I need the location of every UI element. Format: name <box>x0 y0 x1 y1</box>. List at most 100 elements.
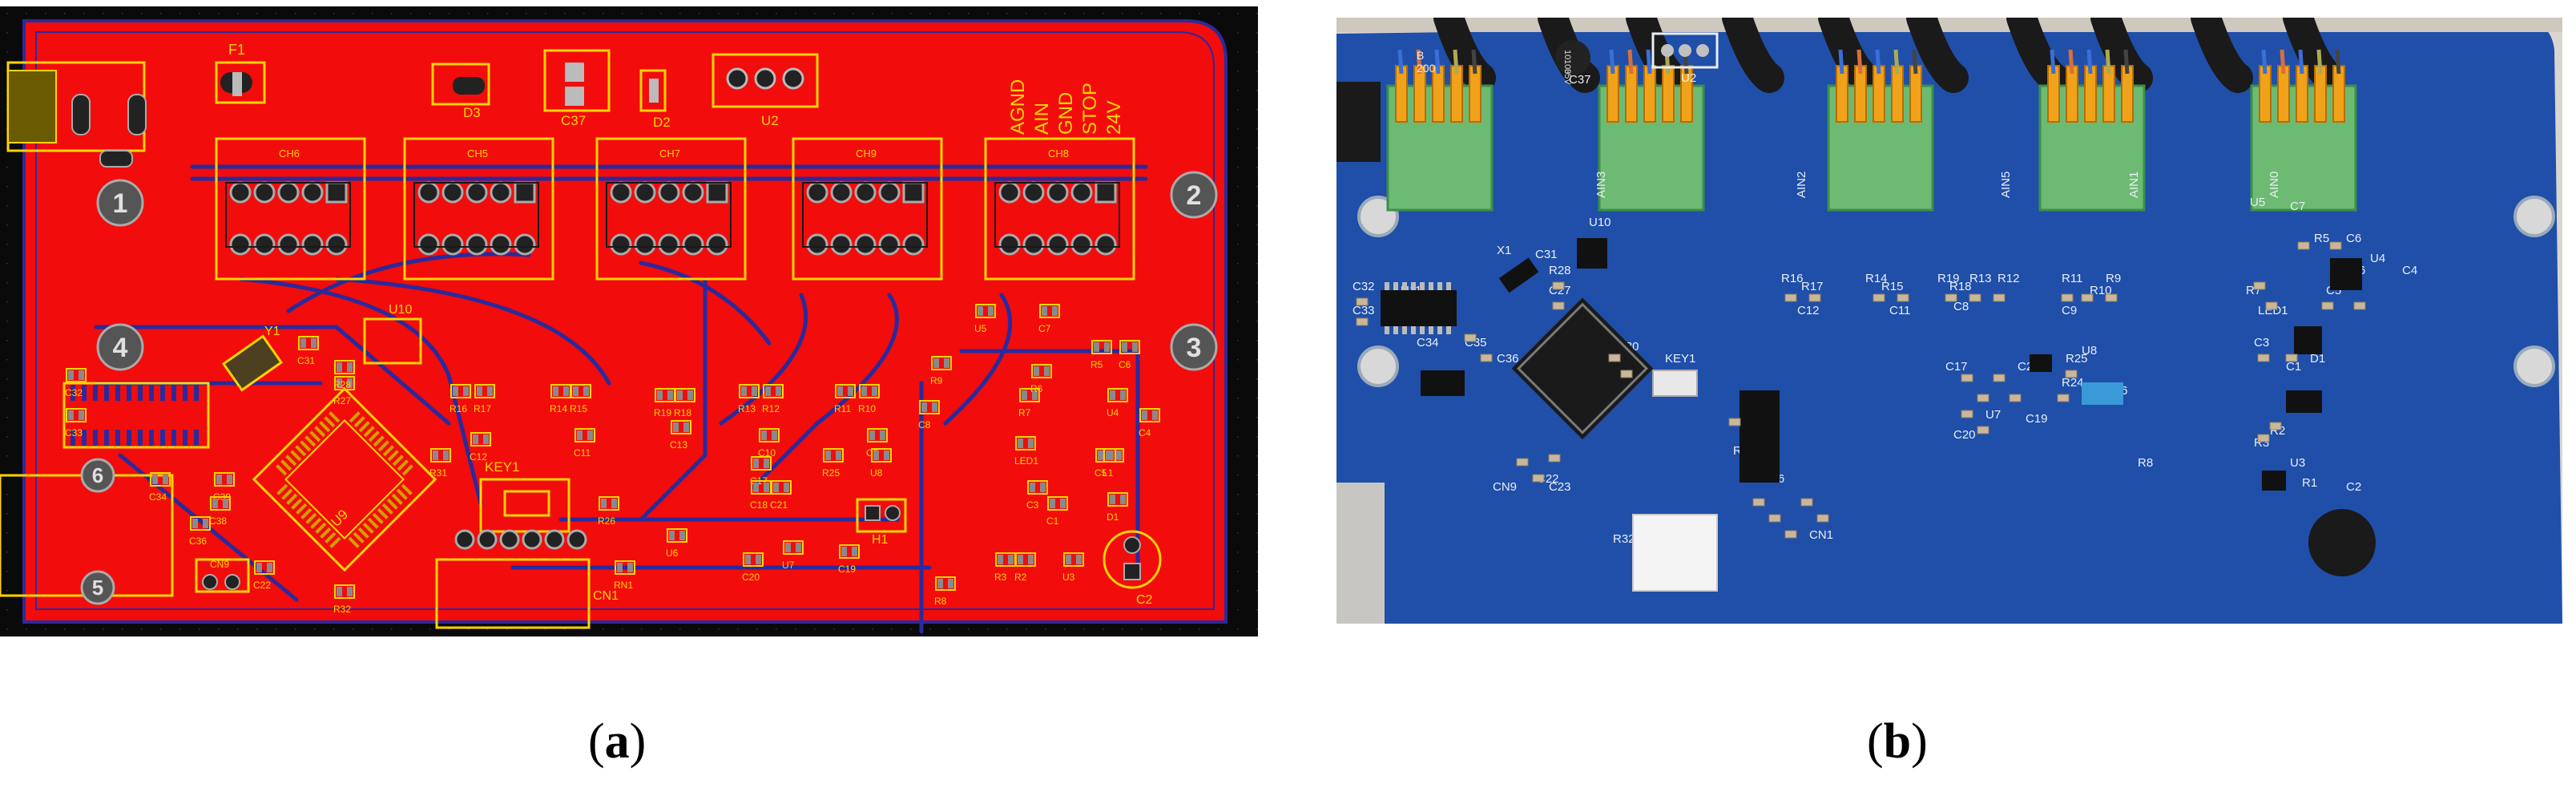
component-outline <box>570 384 591 398</box>
mcu-pin <box>315 522 327 534</box>
round-pad <box>854 233 877 256</box>
round-pad <box>1094 233 1117 256</box>
chip-pin <box>1402 282 1407 290</box>
component-outline <box>474 384 495 398</box>
ic-pin <box>194 385 199 401</box>
grid-dot <box>6 417 8 418</box>
wire <box>2105 49 2111 75</box>
component-pad <box>933 358 939 368</box>
grid-dot <box>1237 513 1239 515</box>
smd-part <box>1961 410 1973 418</box>
mcu-pins <box>1516 302 1649 434</box>
smd-part <box>1548 454 1561 463</box>
component-pad <box>563 386 569 396</box>
component-pad <box>1040 483 1046 492</box>
component-pad <box>667 390 673 400</box>
silk-label-r5: R5 <box>2314 232 2329 245</box>
component-r9: R9 <box>930 356 952 386</box>
mcu-pin <box>286 493 298 505</box>
grid-dot <box>276 13 277 14</box>
ic-pin <box>104 430 109 446</box>
grid-dot <box>6 244 8 245</box>
caption-a: (a) <box>588 714 647 769</box>
component-pad <box>657 390 663 400</box>
grid-dot <box>910 13 912 14</box>
cable <box>1906 18 1969 93</box>
grid-dot <box>660 13 662 14</box>
terminal-block <box>1386 49 1494 212</box>
smd-part <box>2257 354 2270 362</box>
marker-number: 5 <box>92 576 103 600</box>
marker-6: 6 <box>80 458 115 493</box>
component-label: LED1 <box>1014 455 1038 467</box>
smd-part <box>2057 394 2070 402</box>
silk-label-r15: R15 <box>1881 280 1904 293</box>
pin-header-outline <box>802 182 928 248</box>
component-outline <box>783 540 804 555</box>
u6-chip <box>1740 390 1780 483</box>
grid-dot <box>545 628 546 630</box>
key1-button <box>1652 370 1698 397</box>
component-r6: R6 <box>1030 364 1052 394</box>
component-pad <box>1034 366 1039 376</box>
smd-part <box>1993 293 2006 302</box>
mcu-pin <box>349 411 361 423</box>
component-pad <box>601 499 607 508</box>
grid-dot <box>6 321 8 322</box>
via-pad <box>782 67 804 90</box>
mcu-pin <box>319 421 331 433</box>
wire <box>1453 49 1459 75</box>
ic-pin <box>127 385 131 401</box>
silk-label-r13: R13 <box>1969 272 1992 285</box>
chip-pin <box>1446 282 1451 290</box>
component-c21: C21 <box>770 480 792 511</box>
marker-4: 4 <box>96 323 144 371</box>
grid-dot <box>1256 628 1258 630</box>
cable <box>2191 18 2253 93</box>
component-c31: C31 <box>297 336 319 366</box>
smd-part <box>2285 354 2298 362</box>
smd-part <box>1873 293 1885 302</box>
component-r26: R26 <box>598 496 619 527</box>
silk-label-r17: R17 <box>1801 280 1824 293</box>
component-label: C11 <box>574 447 591 459</box>
component-pad <box>745 555 751 564</box>
component-label: C34 <box>149 491 167 503</box>
terminal-lever <box>2102 65 2115 123</box>
component-pad <box>841 547 847 556</box>
component-label: R15 <box>570 403 587 414</box>
grid-dot <box>1256 51 1258 53</box>
smd-part <box>1993 374 2006 382</box>
grid-dot <box>45 13 46 14</box>
grid-dot <box>1256 147 1258 149</box>
mcu-pin <box>320 527 332 539</box>
via-pad <box>726 67 748 90</box>
smd-part <box>1728 418 1741 426</box>
round-pad <box>806 181 828 204</box>
grid-dot <box>564 13 566 14</box>
component-pad <box>998 555 1003 564</box>
grid-dot <box>1237 301 1239 303</box>
smd-part <box>1961 374 1973 382</box>
mcu-pin <box>325 531 337 543</box>
mounting-hole <box>1357 345 1399 387</box>
wire <box>2335 49 2341 75</box>
mcu-pin <box>368 430 380 442</box>
component-pad <box>1098 451 1103 460</box>
grid-dot <box>1256 455 1258 457</box>
component-pad <box>337 378 342 388</box>
grid-dot <box>737 628 739 630</box>
power-jack <box>1336 82 1381 162</box>
diode-d1 <box>2286 390 2322 413</box>
wire <box>2050 49 2056 75</box>
grid-dot <box>1237 32 1239 34</box>
component-pad <box>773 483 779 492</box>
component-r31: R31 <box>429 448 451 479</box>
component-rn1: RN1 <box>614 560 635 591</box>
smd-part <box>1480 354 1493 362</box>
grid-dot <box>1256 494 1258 495</box>
component-pad <box>1018 555 1023 564</box>
mcu-pin <box>348 536 360 548</box>
component-outline <box>334 584 355 599</box>
mcu-pin <box>363 426 375 438</box>
